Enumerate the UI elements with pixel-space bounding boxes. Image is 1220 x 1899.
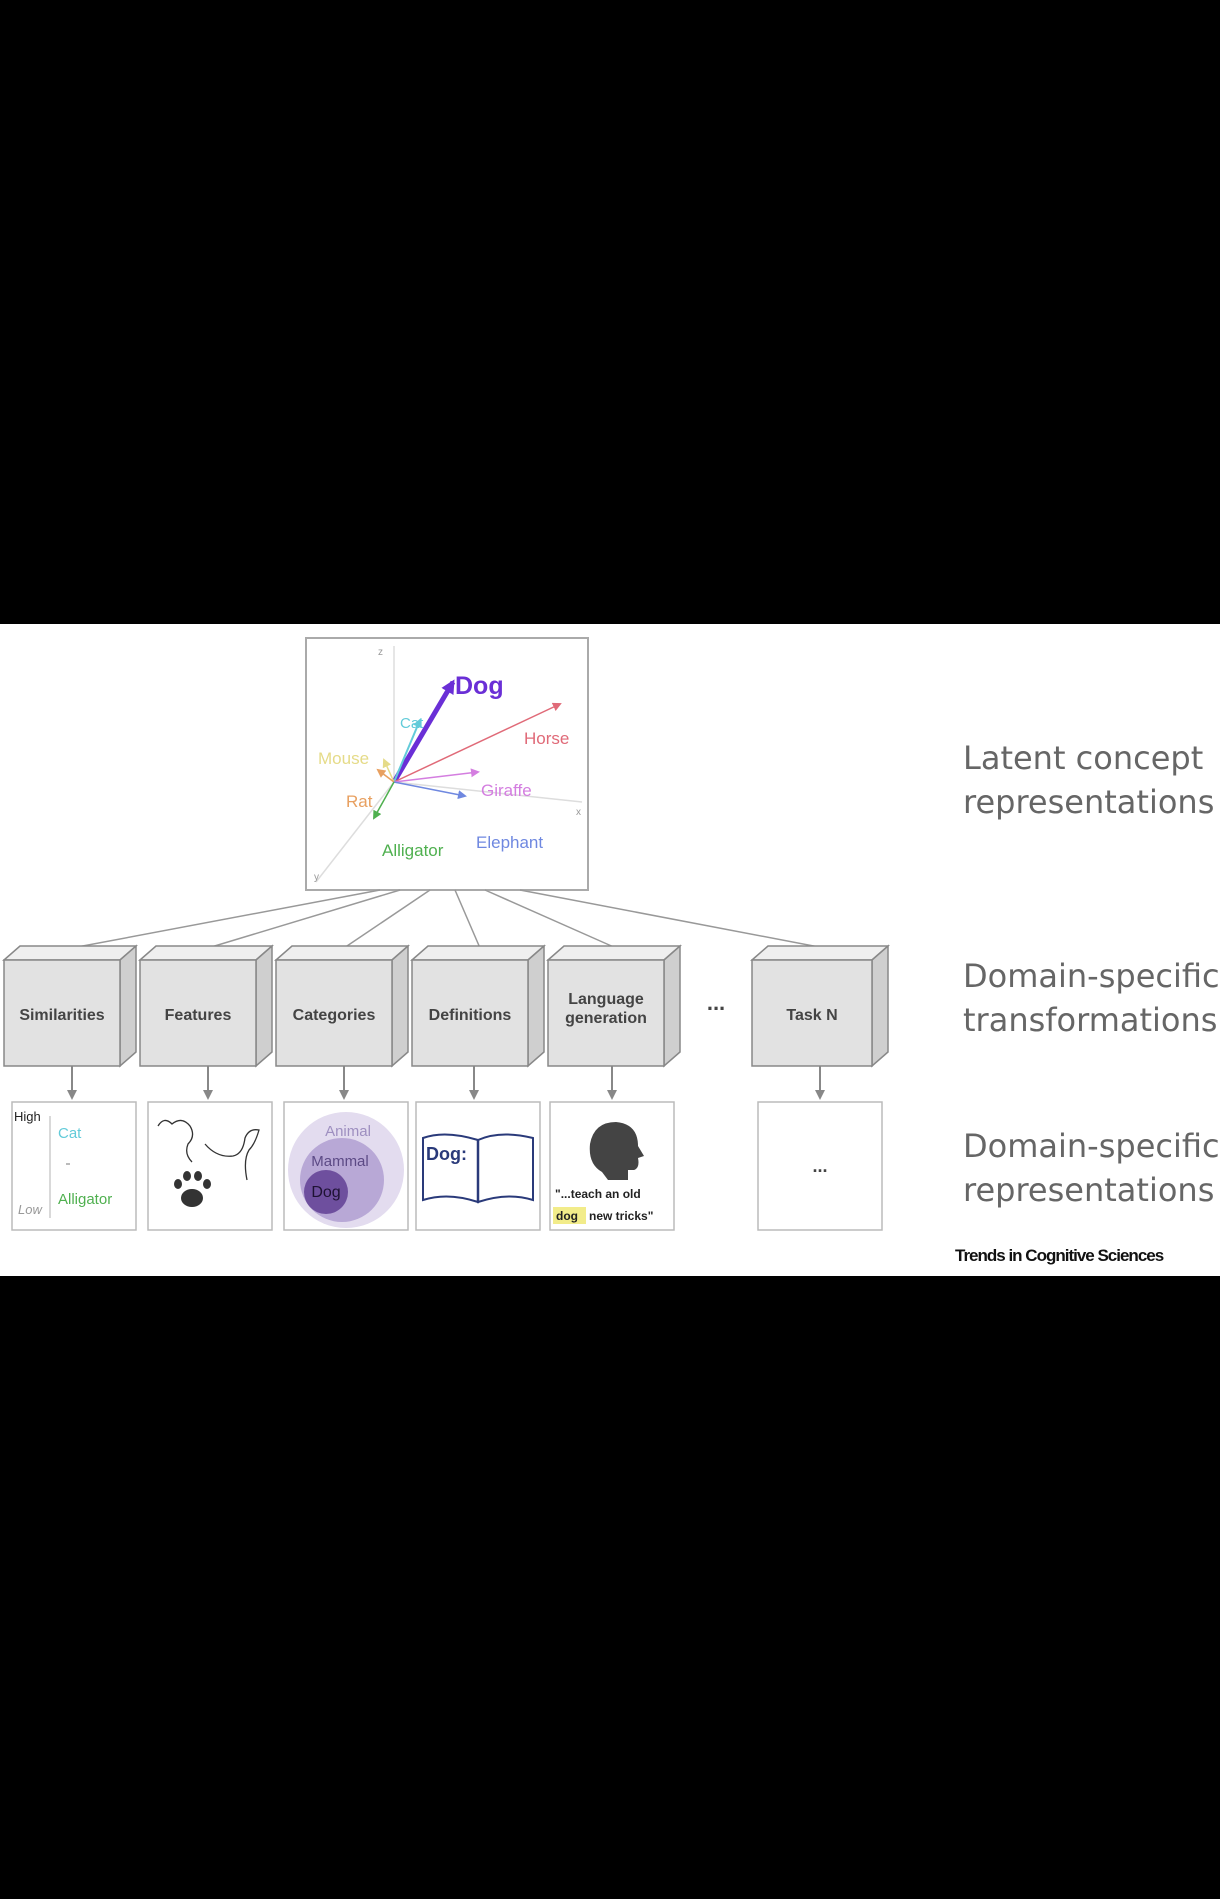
z-axis-label: z [378, 647, 383, 658]
similarity-alligator-label: Alligator [58, 1191, 112, 1208]
mouse-label: Mouse [318, 749, 369, 768]
mouse-vector [382, 758, 395, 783]
categories-panel: Animal Mammal Dog [283, 1101, 409, 1231]
similarity-cat-label: Cat [58, 1125, 82, 1142]
y-axis-label: y [314, 872, 319, 883]
task-label-definitions: Definitions [429, 1007, 512, 1024]
alligator-vector [373, 781, 395, 820]
figure: z y x Dog Cat Horse Mouse Rat Giraffe El… [0, 624, 1220, 1276]
horse-label: Horse [524, 729, 569, 748]
row-label-transformations: Domain-specific transformations [963, 957, 1220, 1039]
head-silhouette-icon [589, 1122, 644, 1180]
connector-lines [71, 889, 825, 949]
language-quote-line2: new tricks" [589, 1209, 653, 1223]
task-label-similarities: Similarities [19, 1007, 104, 1024]
task-label-features: Features [165, 1007, 232, 1024]
task-ellipsis: ... [707, 990, 725, 1015]
features-panel [147, 1101, 273, 1231]
language-quote-line1: "...teach an old [555, 1187, 641, 1201]
tail-sketch-icon [204, 1129, 260, 1181]
dog-circle [304, 1170, 348, 1214]
task-box-definitions: Definitions [410, 944, 546, 1068]
latent-space-panel: z y x Dog Cat Horse Mouse Rat Giraffe El… [305, 637, 589, 891]
similarity-high-label: High [14, 1109, 41, 1124]
alligator-label: Alligator [382, 841, 444, 860]
ear-sketch-icon [157, 1119, 194, 1163]
rat-label: Rat [346, 792, 373, 811]
x-axis [393, 781, 583, 803]
language-panel: "...teach an old dog new tricks" [549, 1101, 675, 1231]
dog-highlight [553, 1207, 586, 1224]
task-box-similarities: Similarities [2, 944, 138, 1068]
task-label-language-generation: Language generation [565, 991, 647, 1027]
row-label-latent: Latent concept representations [963, 739, 1215, 821]
task-box-language-generation: Language generation [546, 944, 682, 1068]
x-axis-label: x [576, 807, 581, 818]
task-box-task-n: Task N [750, 944, 890, 1068]
task-label-task-n: Task N [786, 1007, 837, 1024]
journal-credit: Trends in Cognitive Sciences [955, 1246, 1164, 1265]
diagram-canvas: z y x Dog Cat Horse Mouse Rat Giraffe El… [2, 637, 890, 1231]
giraffe-vector [393, 768, 480, 783]
dog-label: Dog [455, 672, 504, 700]
definition-word: Dog: [426, 1144, 467, 1164]
down-arrows [67, 1066, 825, 1100]
similarity-panel: High Low Cat Alligator [11, 1101, 137, 1231]
paw-print-icon [174, 1171, 211, 1207]
category-mammal-label: Mammal [311, 1153, 369, 1170]
rat-vector [376, 768, 395, 783]
elephant-label: Elephant [476, 833, 543, 852]
book-right-page [477, 1133, 534, 1204]
task-n-ellipsis: ... [812, 1156, 827, 1176]
horse-vector [393, 702, 562, 783]
category-animal-label: Animal [325, 1123, 371, 1140]
task-box-categories: Categories [274, 944, 410, 1068]
language-quote-highlight: dog [556, 1209, 578, 1223]
row-label-representations: Domain-specific representations [963, 1127, 1220, 1209]
task-box-features: Features [138, 944, 274, 1068]
cat-vector [393, 718, 422, 783]
task-n-panel: ... [757, 1101, 883, 1231]
y-axis [315, 781, 395, 883]
elephant-vector [393, 781, 467, 800]
definitions-panel: Dog: [415, 1101, 541, 1231]
similarity-low-label: Low [18, 1202, 43, 1217]
cat-label: Cat [400, 715, 424, 732]
giraffe-label: Giraffe [481, 781, 532, 800]
category-dog-label: Dog [311, 1184, 340, 1201]
dog-vector [391, 679, 456, 784]
task-label-categories: Categories [293, 1007, 376, 1024]
